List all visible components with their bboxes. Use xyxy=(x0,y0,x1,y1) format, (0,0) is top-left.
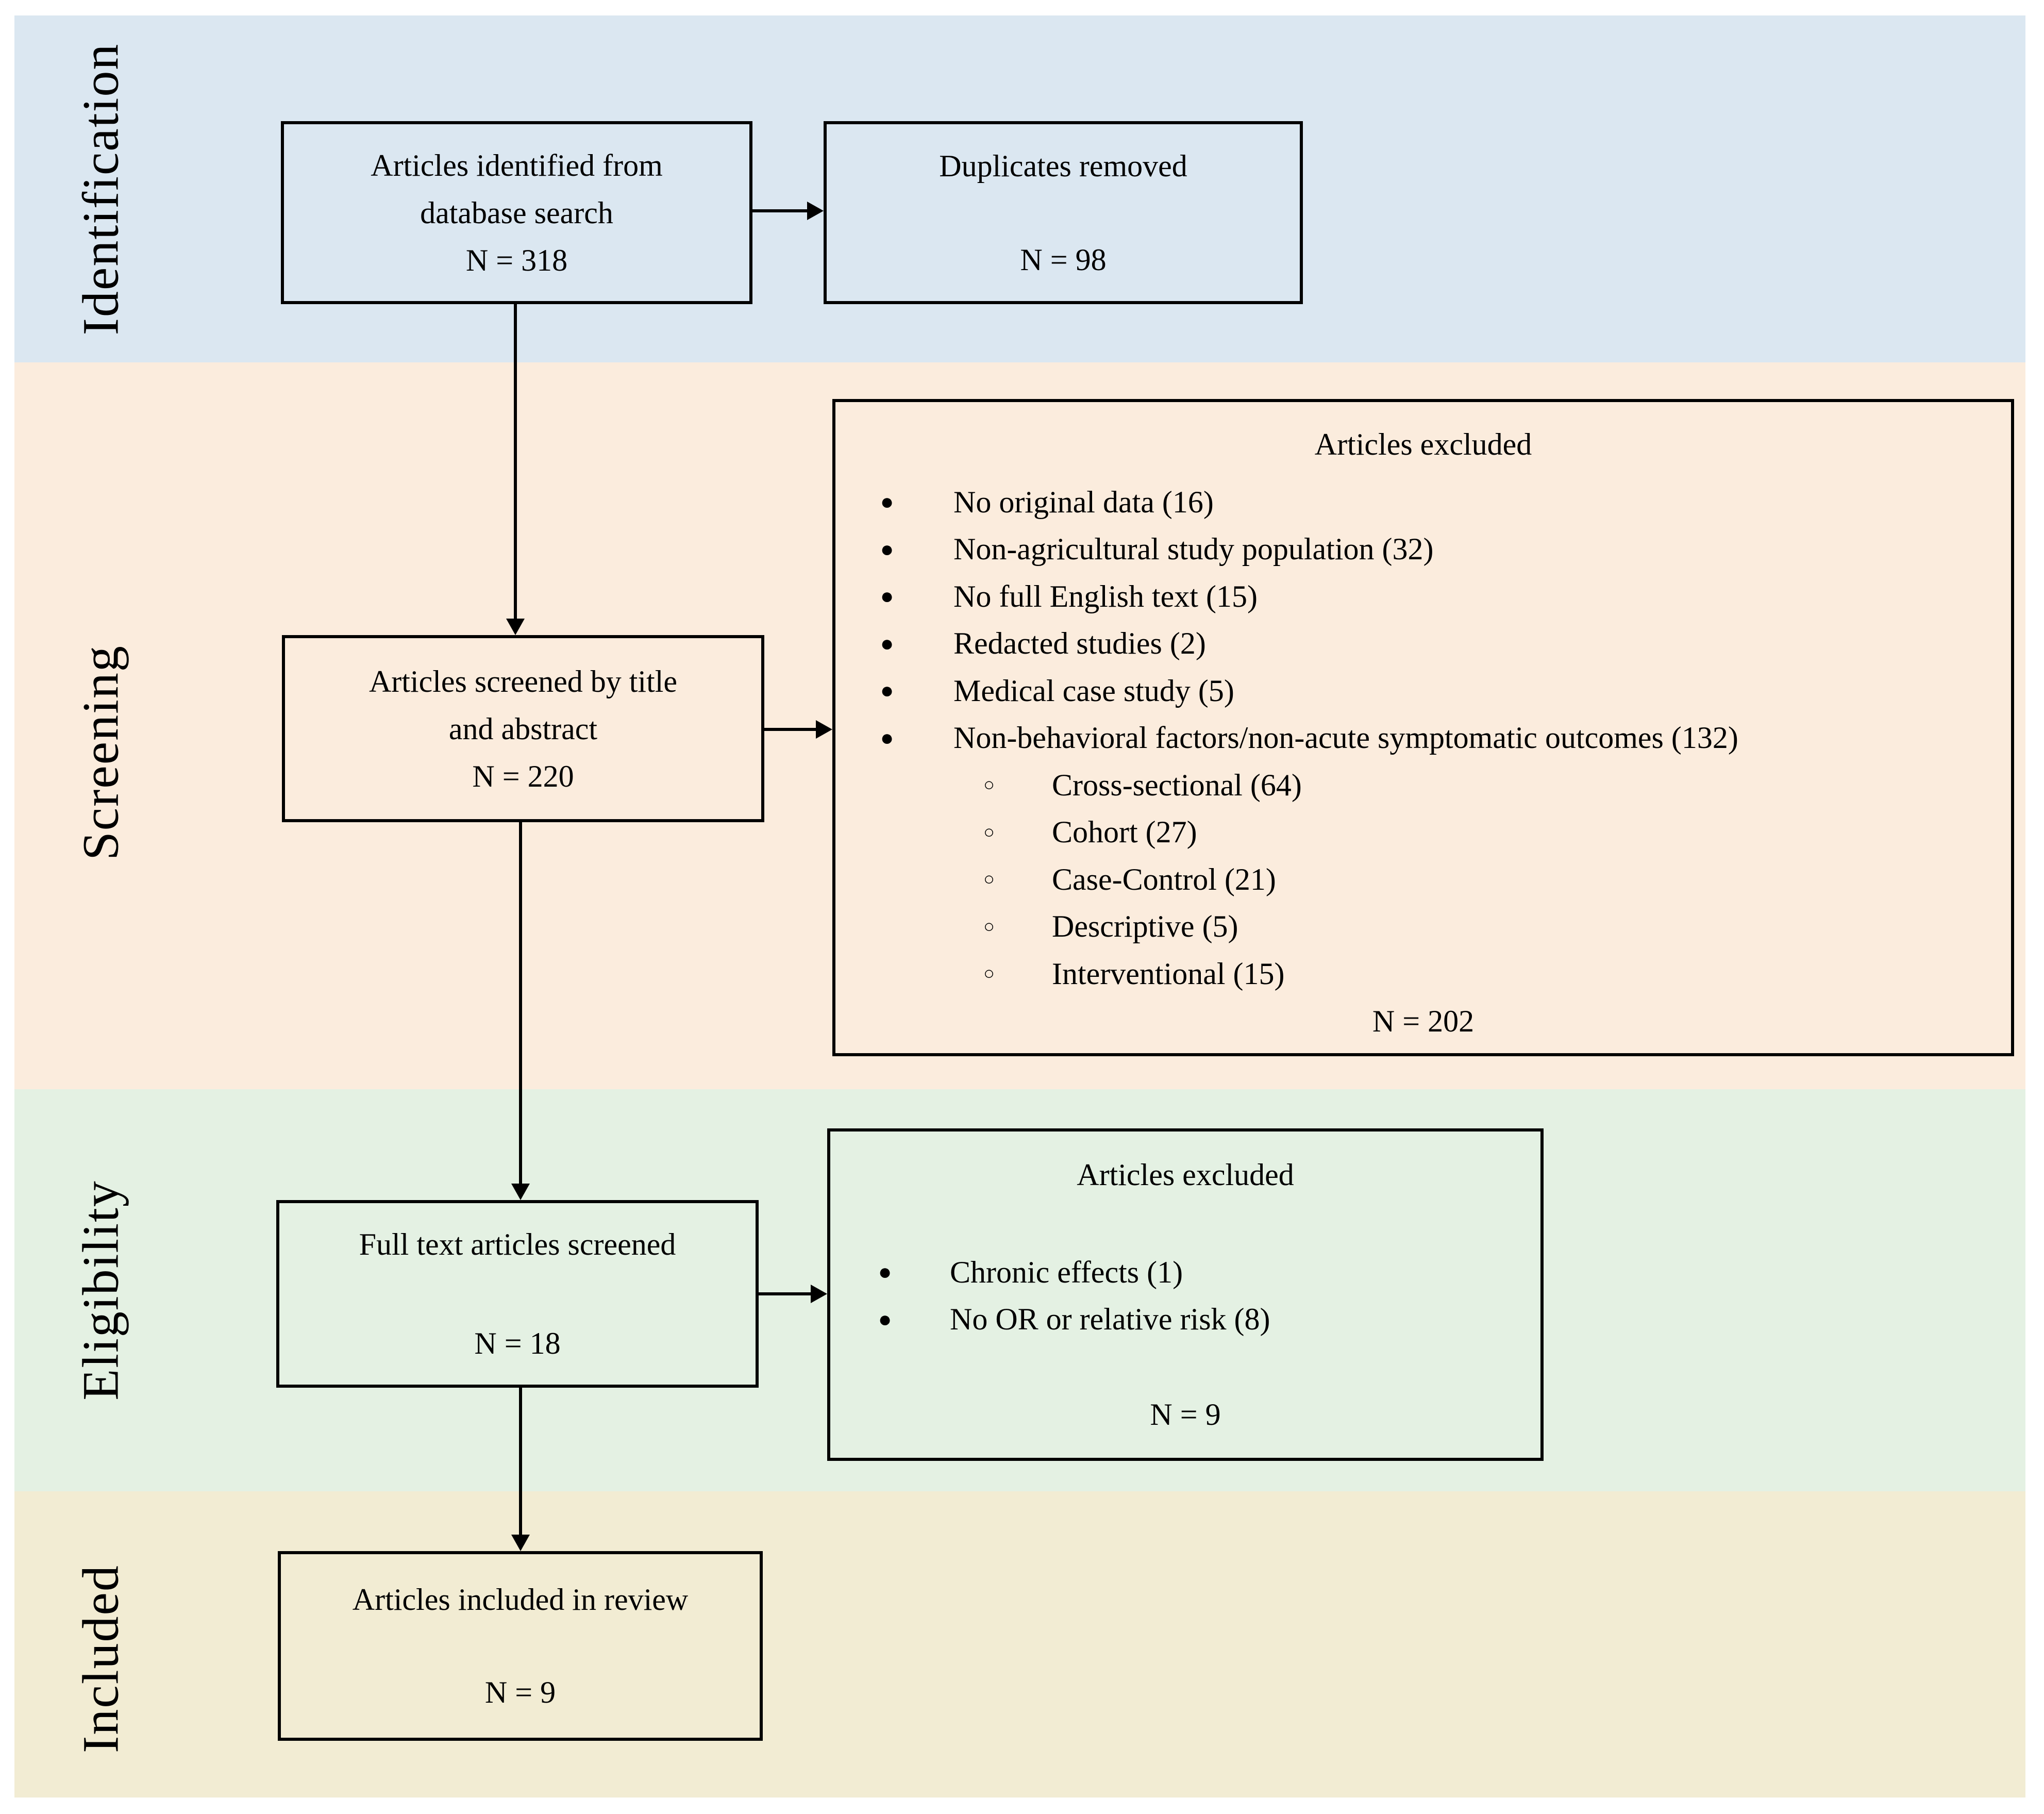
bullet-icon: ● xyxy=(878,1306,892,1332)
list-item-label: Redacted studies (2) xyxy=(953,626,1206,661)
sub-bullet-icon: ○ xyxy=(983,774,995,795)
box-count: N = 18 xyxy=(474,1326,561,1360)
box-count: N = 202 xyxy=(1372,1004,1475,1038)
box-count: N = 9 xyxy=(484,1675,556,1709)
sub-list-item: ○ Interventional (15) xyxy=(835,950,2011,997)
list-item-label: No original data (16) xyxy=(953,485,1214,519)
sub-bullet-icon: ○ xyxy=(983,869,995,889)
box-articles-identified: Articles identified from database search… xyxy=(281,121,752,304)
bullet-icon: ● xyxy=(880,725,894,751)
stage-label-included: Included xyxy=(72,1565,129,1753)
list-item: ● No OR or relative risk (8) xyxy=(830,1296,1540,1343)
arrow-fulltext-to-included xyxy=(519,1388,522,1535)
list-item-label: Chronic effects (1) xyxy=(950,1255,1183,1289)
bullet-icon: ● xyxy=(880,536,894,562)
stage-label-identification: Identification xyxy=(72,43,129,336)
box-text-line: Full text articles screened xyxy=(359,1227,676,1261)
bullet-icon: ● xyxy=(880,584,894,609)
sub-bullet-icon: ○ xyxy=(983,963,995,984)
arrowhead-right-icon xyxy=(811,1285,827,1303)
box-duplicates-removed: Duplicates removed N = 98 xyxy=(824,121,1303,304)
arrow-screened-to-excluded xyxy=(764,728,816,731)
box-screening-articles-excluded: Articles excluded ● No original data (16… xyxy=(832,399,2014,1056)
arrow-identified-to-duplicates xyxy=(752,209,807,212)
arrowhead-down-icon xyxy=(506,619,525,635)
stage-label-eligibility: Eligibility xyxy=(72,1180,129,1401)
list-item-label: Descriptive (5) xyxy=(1052,909,1238,944)
box-text-line: Duplicates removed xyxy=(939,148,1187,183)
spacer xyxy=(830,1343,1540,1391)
box-fulltext-screened: Full text articles screened N = 18 xyxy=(276,1200,759,1388)
bullet-icon: ● xyxy=(880,630,894,656)
sub-list-item: ○ Cohort (27) xyxy=(835,809,2011,856)
box-title: Articles excluded xyxy=(1077,1158,1294,1192)
box-eligibility-articles-excluded: Articles excluded ● Chronic effects (1) … xyxy=(827,1128,1544,1461)
sub-bullet-icon: ○ xyxy=(983,821,995,842)
arrow-fulltext-to-excluded xyxy=(759,1292,811,1295)
box-count: N = 220 xyxy=(472,759,574,793)
arrow-identified-to-screened xyxy=(514,304,517,619)
list-item-label: Case-Control (21) xyxy=(1052,862,1276,896)
bullet-icon: ● xyxy=(878,1259,892,1285)
list-item: ● Chronic effects (1) xyxy=(830,1249,1540,1296)
box-count: N = 98 xyxy=(1020,242,1107,277)
bullet-icon: ● xyxy=(880,678,894,703)
list-item: ● Medical case study (5) xyxy=(835,667,2011,714)
list-item: ● Non-agricultural study population (32) xyxy=(835,526,2011,573)
box-text-line: Articles screened by title xyxy=(368,664,678,698)
box-text-line: and abstract xyxy=(448,711,598,746)
arrowhead-right-icon xyxy=(807,202,824,220)
sub-list-item: ○ Cross-sectional (64) xyxy=(835,761,2011,809)
box-text-line: Articles included in review xyxy=(352,1583,689,1617)
box-count: N = 9 xyxy=(1150,1397,1221,1432)
band-identification xyxy=(14,15,2025,362)
band-eligibility xyxy=(14,1089,2025,1491)
list-item-label: Non-agricultural study population (32) xyxy=(953,532,1434,567)
list-item: ● No original data (16) xyxy=(835,478,2011,526)
list-item-label: No OR or relative risk (8) xyxy=(950,1302,1270,1337)
band-screening xyxy=(14,362,2025,1089)
box-title: Articles excluded xyxy=(1314,427,1532,461)
arrowhead-down-icon xyxy=(511,1535,530,1551)
sub-bullet-icon: ○ xyxy=(983,916,995,937)
list-item-label: Cohort (27) xyxy=(1052,815,1197,850)
bullet-icon: ● xyxy=(880,489,894,514)
list-item-label: Non-behavioral factors/non-acute symptom… xyxy=(953,721,1738,755)
spacer xyxy=(830,1199,1540,1249)
box-articles-included: Articles included in review N = 9 xyxy=(278,1551,763,1741)
list-item: ● Non-behavioral factors/non-acute sympt… xyxy=(835,714,2011,762)
arrow-screened-to-fulltext xyxy=(519,822,522,1184)
list-item-label: Interventional (15) xyxy=(1052,956,1285,991)
stage-label-screening: Screening xyxy=(72,645,129,860)
list-item-label: Cross-sectional (64) xyxy=(1052,768,1302,802)
list-item-label: Medical case study (5) xyxy=(953,673,1234,708)
arrowhead-right-icon xyxy=(816,720,832,739)
band-included xyxy=(14,1491,2025,1798)
list-item: ● No full English text (15) xyxy=(835,573,2011,620)
box-text-line: Articles identified from xyxy=(371,148,663,182)
spacer xyxy=(835,468,2011,478)
arrowhead-down-icon xyxy=(511,1184,530,1200)
list-item: ● Redacted studies (2) xyxy=(835,620,2011,668)
box-count: N = 318 xyxy=(465,243,568,277)
box-text-line: database search xyxy=(420,195,613,230)
box-articles-screened: Articles screened by title and abstract … xyxy=(282,635,764,822)
list-item-label: No full English text (15) xyxy=(953,579,1258,613)
sub-list-item: ○ Case-Control (21) xyxy=(835,856,2011,903)
sub-list-item: ○ Descriptive (5) xyxy=(835,903,2011,951)
